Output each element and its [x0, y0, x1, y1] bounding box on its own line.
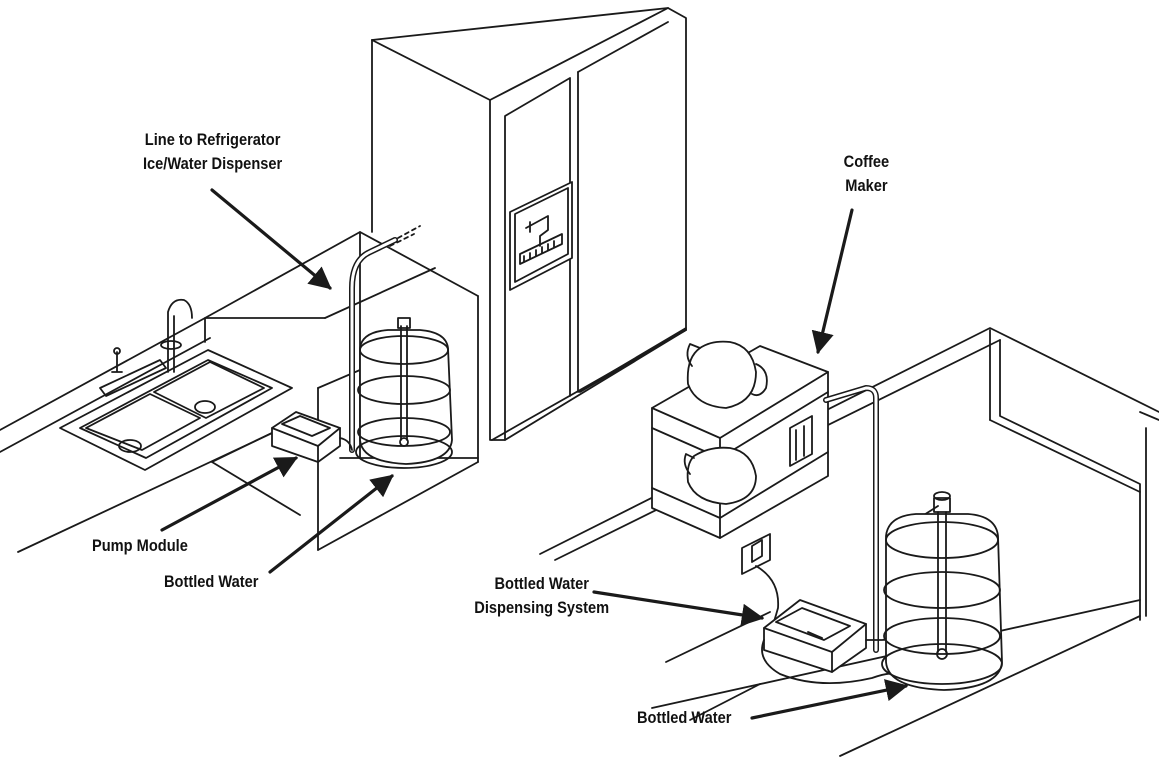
label-dispensing-system-2: Dispensing System	[474, 598, 610, 617]
arrow-coffee-maker	[811, 208, 854, 355]
coffee-maker	[651, 340, 829, 539]
label-dispensing-system: Bottled Water Dispensing System	[460, 572, 623, 620]
label-refrigerator-line: Line to Refrigerator Ice/Water Dispenser	[118, 128, 307, 176]
coffee-water-line	[823, 385, 879, 653]
left-water-bottle	[355, 317, 453, 469]
sink	[59, 349, 293, 471]
right-pump-module	[761, 505, 939, 685]
callout-arrows	[160, 188, 909, 720]
label-coffee-maker-2: Maker	[845, 176, 888, 195]
arrow-bottled-water-right	[750, 679, 909, 720]
label-dispensing-system-1: Bottled Water	[494, 574, 589, 593]
label-refrigerator-line-1: Line to Refrigerator	[144, 130, 281, 149]
label-refrigerator-line-2: Ice/Water Dispenser	[142, 154, 283, 173]
label-bottled-water-left: Bottled Water	[164, 572, 259, 591]
label-bottled-water-right: Bottled Water	[637, 708, 732, 727]
label-pump-module: Pump Module	[92, 536, 188, 555]
arrow-bottled-water-left	[268, 474, 394, 574]
label-coffee-maker: Coffee Maker	[832, 150, 901, 198]
label-coffee-maker-1: Coffee	[843, 152, 890, 171]
arrow-dispensing-system	[592, 590, 765, 626]
arrow-refrigerator-line	[210, 188, 332, 290]
arrow-pump-module	[160, 456, 298, 532]
refrigerator-water-line	[349, 225, 421, 453]
left-pump-module	[271, 411, 353, 463]
refrigerator	[371, 7, 687, 441]
faucet	[99, 298, 193, 397]
right-water-bottle	[881, 491, 1003, 691]
